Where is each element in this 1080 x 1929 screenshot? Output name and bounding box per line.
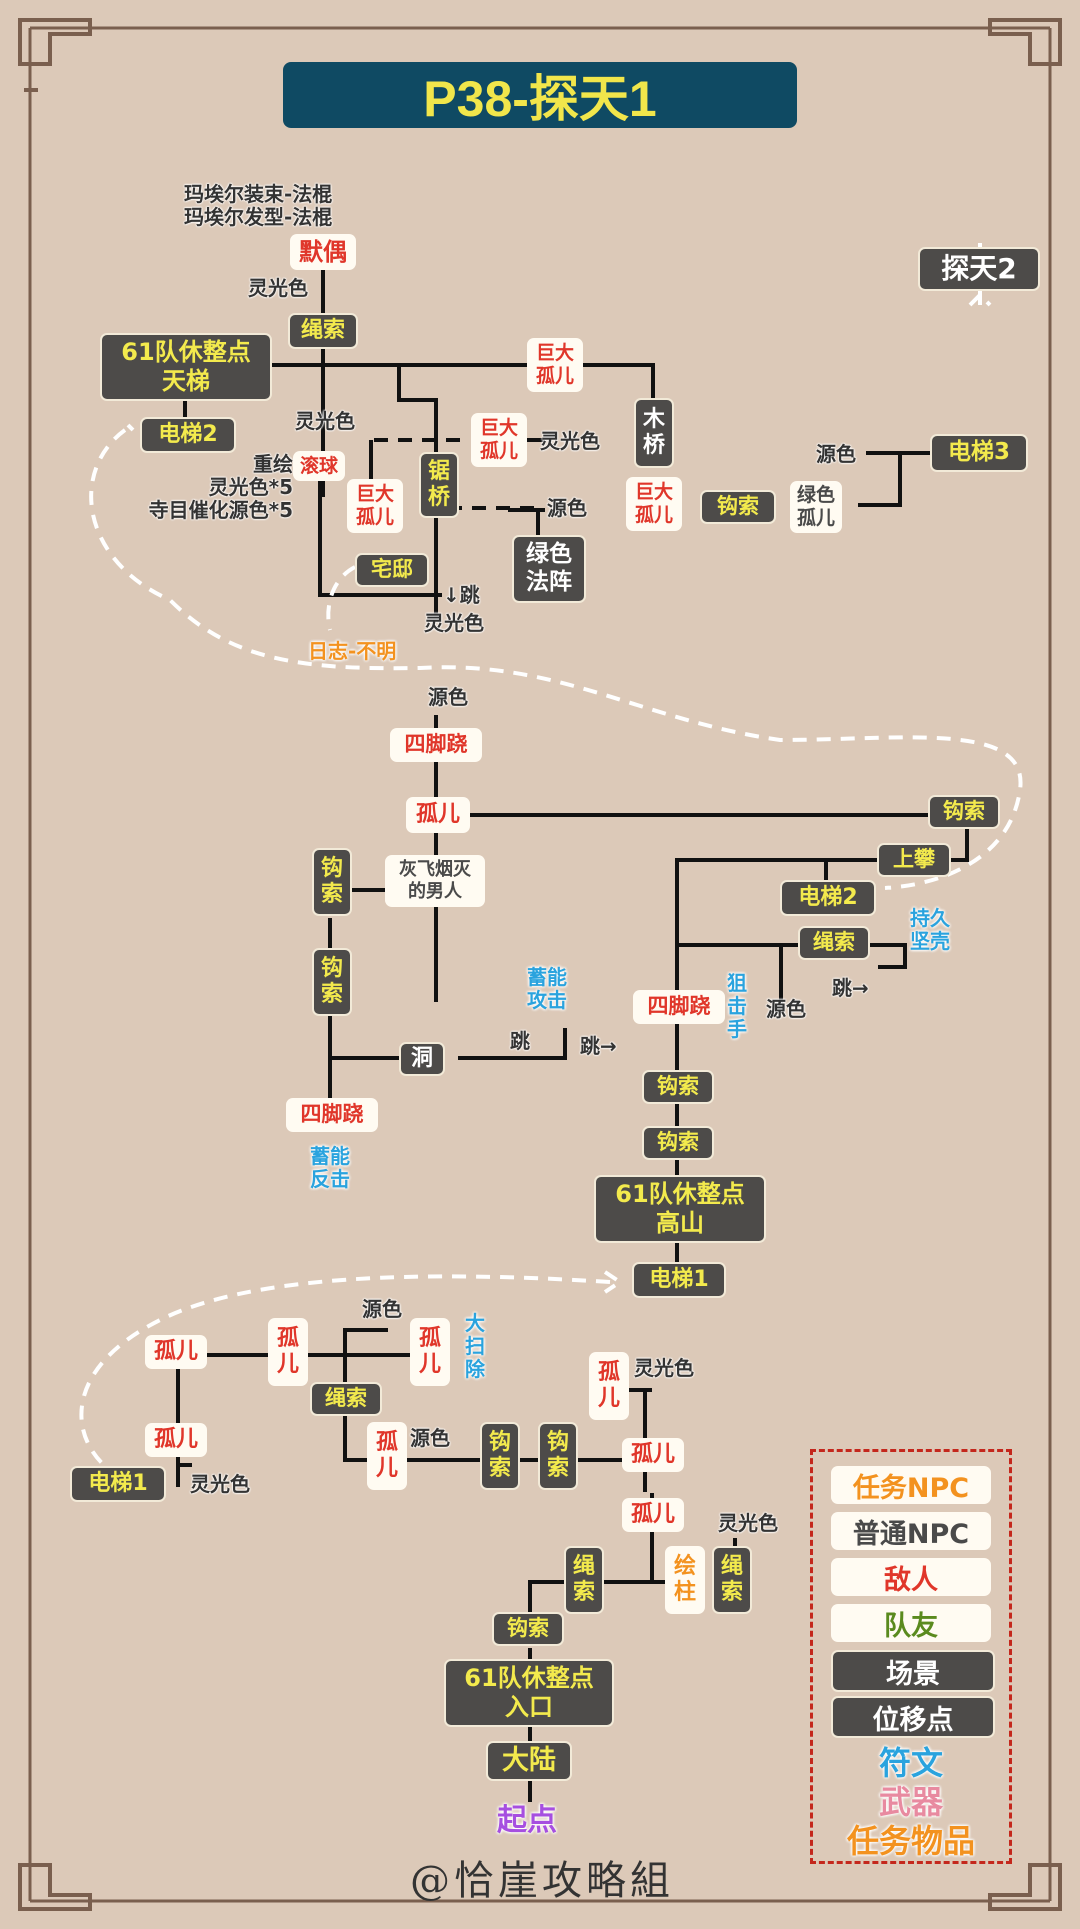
- legend-enemy: 敌人: [831, 1558, 991, 1596]
- legend-box: 任务NPC 普通NPC 敌人 队友 场景 位移点 符文 武器 任务物品: [810, 1449, 1012, 1864]
- legend-weapon: 武器: [878, 1783, 943, 1821]
- enemy-giant-orphan: 巨大 孤儿: [626, 477, 682, 531]
- title-banner: P38-探天1: [283, 62, 797, 128]
- legend-quest-item: 任务物品: [846, 1822, 975, 1860]
- legend-ally: 队友: [831, 1604, 991, 1642]
- legend-normal-npc: 普通NPC: [831, 1512, 991, 1550]
- jump-label: 跳: [510, 1029, 530, 1053]
- scene-elevator-1: 电梯1: [70, 1466, 166, 1502]
- scene-wood-bridge: 木 桥: [634, 398, 674, 468]
- source-label: 源色: [410, 1426, 450, 1450]
- waypoint-hook: 钩 索: [480, 1422, 520, 1490]
- npc-green-orphan: 绿色 孤儿: [790, 481, 842, 533]
- scene-tantian-2: 探天2: [918, 247, 1040, 291]
- enemy-orphan: 孤 儿: [410, 1318, 450, 1386]
- enemy-giant-orphan: 巨大 孤儿: [527, 338, 583, 392]
- waypoint-climb: 上攀: [877, 843, 951, 877]
- waypoint-rope: 绳索: [798, 926, 870, 960]
- waypoint-rope: 绳索: [310, 1382, 382, 1416]
- jump-label: 跳→: [832, 976, 869, 1000]
- waypoint-hook: 钩 索: [538, 1422, 578, 1490]
- rune-sniper: 狙 击 手: [727, 971, 747, 1041]
- jump-label: ↓跳: [443, 583, 480, 607]
- waypoint-hook: 钩索: [642, 1070, 714, 1104]
- start-point-label: 起点: [497, 1803, 557, 1838]
- source-label: 源色: [362, 1297, 402, 1321]
- paint-list-label: 重绘 灵光色*5 寺目催化源色*5: [148, 452, 293, 522]
- rune-big-sweep: 大 扫 除: [465, 1311, 485, 1381]
- enemy-rolling-ball: 滚球: [293, 451, 345, 481]
- waypoint-hook: 钩索: [642, 1126, 714, 1160]
- scene-rest-gaoshan: 61队休整点 高山: [594, 1175, 766, 1243]
- npc-ashes-man: 灰飞烟灭 的男人: [385, 855, 485, 907]
- scene-green-array: 绿色 法阵: [512, 535, 586, 603]
- waypoint-hook: 钩索: [700, 490, 776, 524]
- legend-waypoint: 位移点: [831, 1696, 995, 1738]
- quest-npc-paint-pillar: 绘 柱: [665, 1546, 705, 1614]
- enemy-giant-orphan: 巨大 孤儿: [471, 413, 527, 467]
- enemy-orphan: 孤儿: [145, 1423, 207, 1457]
- scene-continent: 大陆: [486, 1741, 572, 1781]
- credit-text: @恰崖攻略組: [410, 1858, 674, 1904]
- scene-saw-bridge: 锯 桥: [419, 452, 459, 518]
- corner-ornaments: [18, 18, 1062, 1911]
- glow-label: 灵光色: [634, 1356, 694, 1380]
- enemy-orphan: 孤儿: [622, 1498, 684, 1532]
- source-label: 源色: [428, 685, 468, 709]
- enemy-orphan: 孤 儿: [268, 1318, 308, 1386]
- waypoint-hook: 钩索: [928, 795, 1000, 829]
- scene-elevator-1: 电梯1: [632, 1262, 726, 1298]
- glow-label: 灵光色: [718, 1511, 778, 1535]
- enemy-quadruped: 四脚跷: [390, 728, 482, 762]
- quest-item-diary: 日志-不明: [308, 639, 397, 663]
- scene-rest-entry: 61队休整点 入口: [444, 1659, 614, 1727]
- rune-charge-attack: 蓄能 攻击: [527, 965, 567, 1012]
- scene-elevator-2: 电梯2: [140, 417, 236, 453]
- waypoint-hook: 钩 索: [312, 948, 352, 1016]
- legend-quest-npc: 任务NPC: [831, 1466, 991, 1504]
- scene-elevator-3: 电梯3: [930, 434, 1028, 472]
- outfit-label: 玛埃尔装束-法棍 玛埃尔发型-法棍: [184, 182, 333, 229]
- page-title: P38-探天1: [423, 71, 657, 127]
- waypoint-rope: 绳 索: [712, 1546, 752, 1614]
- rune-endure: 持久 坚壳: [910, 906, 950, 953]
- enemy-orphan: 孤儿: [622, 1438, 684, 1472]
- waypoint-hook: 钩索: [492, 1612, 564, 1646]
- waypoint-rope: 绳索: [288, 313, 358, 349]
- glow-label: 灵光色: [540, 429, 600, 453]
- enemy-quadruped: 四脚跷: [286, 1098, 378, 1132]
- enemy-giant-orphan: 巨大 孤儿: [347, 479, 403, 533]
- enemy-orphan: 孤 儿: [367, 1422, 407, 1490]
- waypoint-hook: 钩 索: [312, 848, 352, 916]
- waypoint-rope: 绳 索: [564, 1546, 604, 1614]
- legend-rune: 符文: [878, 1744, 943, 1782]
- glow-label: 灵光色: [248, 276, 308, 300]
- scene-cave: 洞: [399, 1042, 445, 1076]
- enemy-orphan: 孤 儿: [589, 1352, 629, 1420]
- enemy-orphan: 孤儿: [145, 1335, 207, 1369]
- enemy-orphan: 孤儿: [406, 797, 470, 833]
- scene-mansion: 宅邸: [355, 553, 429, 587]
- source-label: 源色: [547, 496, 587, 520]
- enemy-quadruped: 四脚跷: [633, 990, 725, 1024]
- scene-elevator-2: 电梯2: [780, 880, 876, 916]
- glow-label: 灵光色: [424, 611, 484, 635]
- scene-rest-tianti: 61队休整点 天梯: [100, 333, 272, 401]
- source-label: 源色: [816, 442, 856, 466]
- legend-scene: 场景: [831, 1650, 995, 1692]
- enemy-puppet: 默偶: [290, 234, 356, 270]
- glow-label: 灵光色: [295, 409, 355, 433]
- jump-label: 跳→: [580, 1034, 617, 1058]
- rune-charge-counter: 蓄能 反击: [310, 1144, 350, 1191]
- glow-label: 灵光色: [190, 1472, 250, 1496]
- source-label: 源色: [766, 997, 806, 1021]
